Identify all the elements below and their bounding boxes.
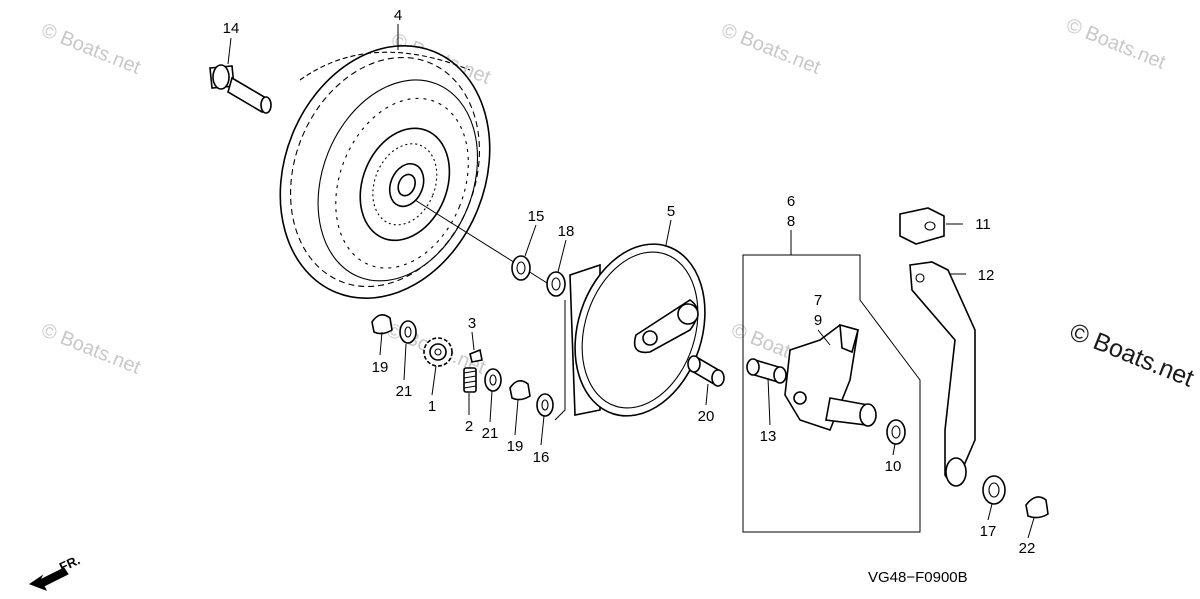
part-19-clip-lower	[509, 380, 531, 401]
axle-leader	[414, 199, 556, 289]
callout-1: 1	[428, 398, 436, 415]
callout-17: 17	[980, 523, 997, 540]
watermark-large: © Boats.net	[1066, 318, 1198, 393]
watermark-top-far-right: © Boats.net	[1063, 14, 1169, 74]
part-3-pin	[469, 348, 483, 363]
callout-5: 5	[667, 203, 675, 220]
part-10-collar	[886, 419, 906, 445]
callout-2: 2	[465, 418, 473, 435]
part-20-collar	[687, 355, 725, 387]
callout-6: 6	[787, 193, 795, 210]
callout-15: 15	[528, 208, 545, 225]
front-arrow-icon	[28, 567, 69, 591]
front-direction-indicator: FR.	[28, 552, 82, 591]
callout-11: 11	[975, 216, 991, 233]
callout-18: 18	[558, 223, 575, 240]
cover-leader	[554, 300, 566, 421]
part-4-wheel	[279, 44, 491, 300]
callout-14: 14	[223, 20, 240, 37]
part-16-washer	[536, 393, 554, 417]
callout-16: 16	[533, 449, 550, 466]
part-17-washer	[982, 475, 1006, 505]
watermark-top-right: © Boats.net	[718, 19, 824, 79]
part-14-bolt	[209, 64, 272, 114]
part-18-washer	[546, 271, 566, 297]
callout-21-upper: 21	[396, 383, 413, 400]
callout-10: 10	[885, 458, 902, 475]
part-11-block	[899, 207, 945, 245]
callout-8: 8	[787, 213, 795, 230]
part-12-shift-lever	[909, 261, 976, 487]
callout-19-upper: 19	[372, 359, 389, 376]
part-19-clip-upper	[371, 314, 393, 335]
callout-9: 9	[814, 312, 822, 329]
callout-19-lower: 19	[507, 438, 524, 455]
part-21-washer-lower	[484, 368, 502, 392]
part-1-pinion-gear	[423, 337, 453, 367]
watermark-top-left: © Boats.net	[38, 19, 144, 79]
part-5-gear-cover	[569, 243, 706, 417]
callout-21-lower: 21	[482, 425, 499, 442]
callout-20: 20	[698, 408, 715, 425]
callout-22: 22	[1019, 540, 1036, 557]
callout-3: 3	[468, 315, 476, 332]
assembly-bracket-lines	[742, 254, 921, 533]
part-21-washer-upper	[399, 320, 417, 344]
diagram-code: VG48−F0900B	[868, 569, 968, 586]
part-22-clip	[1025, 496, 1049, 519]
front-label: FR.	[57, 552, 82, 574]
callout-leaders	[227, 24, 1035, 539]
callout-4: 4	[394, 7, 402, 24]
callout-13: 13	[760, 428, 777, 445]
part-15-bushing	[511, 255, 531, 281]
callout-12: 12	[978, 267, 995, 284]
callout-7: 7	[814, 292, 822, 309]
watermark-mid-left: © Boats.net	[38, 319, 144, 379]
callout-labels: 14 4 15 18 5 6 8 7 9 11 12 3 19 21 1 2 2…	[223, 7, 1036, 557]
part-7-9-shift-arm	[784, 323, 877, 431]
part-2-spring	[463, 367, 477, 393]
part-13-collar	[746, 358, 787, 384]
